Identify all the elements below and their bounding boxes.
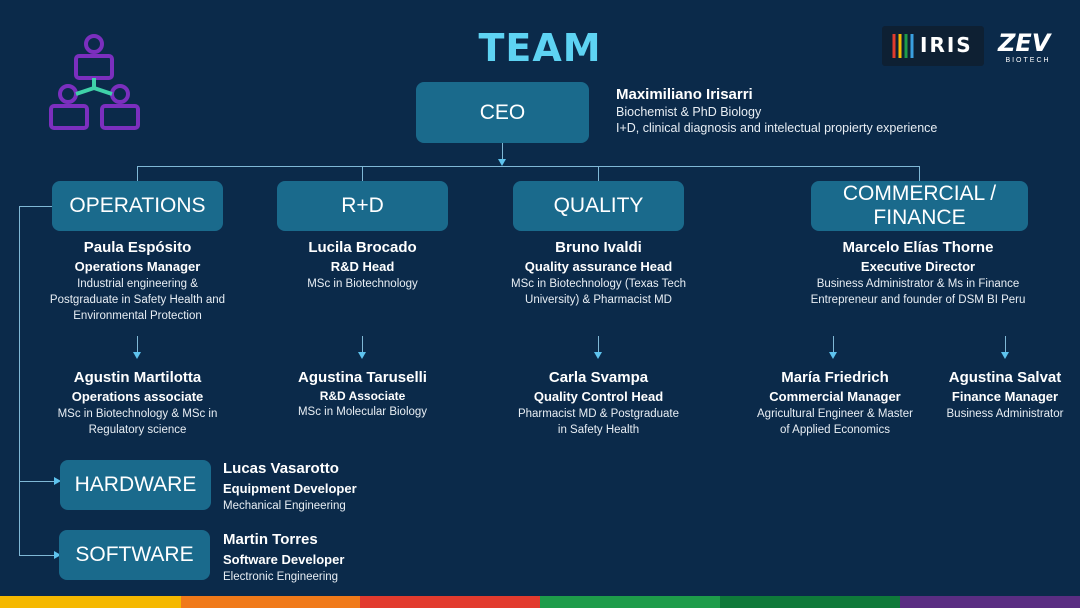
person-name: Agustina Taruselli bbox=[298, 369, 427, 386]
dept-bus bbox=[137, 166, 920, 167]
zev-logo-text: ZEV bbox=[998, 29, 1051, 57]
person-role: Finance Manager bbox=[951, 389, 1059, 404]
person-maria: María Friedrich Commercial Manager Agric… bbox=[740, 368, 930, 438]
person-desc: Business Administrator & Ms in Finance bbox=[816, 278, 1020, 290]
ops-side-line bbox=[19, 206, 20, 555]
person-agustina-t: Agustina Taruselli R&D Associate MSc in … bbox=[257, 368, 468, 420]
footer-stripe-3 bbox=[360, 596, 540, 608]
ops-side-stub bbox=[19, 206, 52, 207]
software-arrow bbox=[54, 551, 61, 559]
person-desc: Environmental Protection bbox=[73, 310, 202, 322]
person-desc: Industrial engineering & bbox=[77, 278, 198, 290]
down-arrow bbox=[358, 352, 366, 359]
dna-icon bbox=[892, 34, 914, 58]
arrow-line bbox=[833, 336, 834, 353]
person-desc: in Safety Health bbox=[557, 424, 640, 436]
person-desc: Regulatory science bbox=[88, 424, 187, 436]
person-desc: Business Administrator bbox=[946, 408, 1064, 420]
person-name: Carla Svampa bbox=[548, 369, 649, 386]
person-desc: Mechanical Engineering bbox=[223, 500, 346, 512]
down-arrow bbox=[594, 352, 602, 359]
ceo-info: Maximiliano Irisarri Biochemist & PhD Bi… bbox=[616, 85, 937, 136]
person-agustin: Agustin Martilotta Operations associate … bbox=[30, 368, 245, 438]
ceo-box: CEO bbox=[416, 82, 589, 143]
person-agustina-s: Agustina Salvat Finance Manager Business… bbox=[936, 368, 1074, 422]
dept-operations: OPERATIONS bbox=[52, 181, 223, 231]
person-name: María Friedrich bbox=[781, 369, 889, 386]
footer-stripe-1 bbox=[0, 596, 181, 608]
person-name: Lucas Vasarotto bbox=[223, 460, 339, 477]
page-title: TEAM bbox=[478, 26, 602, 70]
person-martin: Martin Torres Software Developer Electro… bbox=[223, 530, 344, 585]
person-name: Lucila Brocado bbox=[308, 239, 417, 256]
person-desc: MSc in Biotechnology & MSc in bbox=[57, 408, 218, 420]
arrow-line bbox=[137, 336, 138, 353]
down-arrow bbox=[1001, 352, 1009, 359]
person-desc: MSc in Biotechnology bbox=[307, 278, 418, 290]
person-desc: MSc in Molecular Biology bbox=[297, 406, 428, 418]
footer-stripe-2 bbox=[181, 596, 360, 608]
person-lucila: Lucila Brocado R&D Head MSc in Biotechno… bbox=[257, 238, 468, 292]
person-desc: University) & Pharmacist MD bbox=[525, 294, 672, 306]
person-role: Quality assurance Head bbox=[524, 259, 673, 274]
bus-drop-commercial bbox=[919, 166, 920, 181]
dept-rd: R+D bbox=[277, 181, 448, 231]
arrow-line bbox=[598, 336, 599, 353]
iris-logo: IRIS bbox=[882, 26, 984, 66]
dept-software: SOFTWARE bbox=[59, 530, 210, 580]
footer-stripe-4 bbox=[540, 596, 720, 608]
person-role: Operations associate bbox=[71, 389, 204, 404]
person-desc: Electronic Engineering bbox=[223, 571, 339, 583]
ceo-desc-1: Biochemist & PhD Biology bbox=[616, 105, 762, 119]
hardware-arrow bbox=[54, 477, 61, 485]
ceo-arrow bbox=[498, 159, 506, 166]
dept-commercial: COMMERCIAL / FINANCE bbox=[811, 181, 1028, 231]
org-chart-icon bbox=[49, 34, 140, 130]
software-connector bbox=[19, 555, 55, 556]
person-name: Martin Torres bbox=[223, 531, 318, 548]
person-role: Equipment Developer bbox=[223, 481, 357, 496]
person-role: Quality Control Head bbox=[533, 389, 664, 404]
ceo-desc-2: I+D, clinical diagnosis and intelectual … bbox=[616, 121, 938, 135]
person-role: R&D Head bbox=[330, 259, 395, 274]
person-name: Agustina Salvat bbox=[948, 369, 1062, 386]
arrow-line bbox=[362, 336, 363, 353]
person-desc: Entrepreneur and founder of DSM BI Peru bbox=[810, 294, 1026, 306]
person-paula: Paula Espósito Operations Manager Indust… bbox=[30, 238, 245, 324]
person-name: Marcelo Elías Thorne bbox=[842, 239, 994, 256]
person-role: Software Developer bbox=[223, 552, 345, 567]
footer-stripe-5 bbox=[720, 596, 900, 608]
person-role: Executive Director bbox=[860, 259, 976, 274]
person-name: Paula Espósito bbox=[83, 239, 192, 256]
zev-logo-sub: BIOTECH bbox=[1005, 57, 1051, 64]
hardware-connector bbox=[19, 481, 55, 482]
person-name: Agustin Martilotta bbox=[73, 369, 202, 386]
down-arrow bbox=[133, 352, 141, 359]
person-desc: of Applied Economics bbox=[780, 424, 890, 436]
dept-hardware: HARDWARE bbox=[60, 460, 211, 510]
person-desc: MSc in Biotechnology (Texas Tech bbox=[511, 278, 686, 290]
person-desc: Pharmacist MD & Postgraduate bbox=[517, 408, 680, 420]
person-desc: Agricultural Engineer & Master bbox=[757, 408, 913, 420]
arrow-line bbox=[1005, 336, 1006, 353]
down-arrow bbox=[829, 352, 837, 359]
person-role: R&D Associate bbox=[319, 389, 406, 403]
person-carla: Carla Svampa Quality Control Head Pharma… bbox=[488, 368, 709, 438]
person-desc: Postgraduate in Safety Health and bbox=[49, 294, 226, 306]
person-bruno: Bruno Ivaldi Quality assurance Head MSc … bbox=[488, 238, 709, 308]
ceo-name: Maximiliano Irisarri bbox=[616, 86, 753, 103]
ceo-connector bbox=[502, 143, 503, 160]
person-role: Operations Manager bbox=[74, 259, 201, 274]
iris-logo-text: IRIS bbox=[920, 33, 973, 57]
person-marcelo: Marcelo Elías Thorne Executive Director … bbox=[778, 238, 1058, 308]
zev-logo: ZEV BIOTECH bbox=[998, 30, 1058, 64]
bus-drop-operations bbox=[137, 166, 138, 181]
bus-drop-rd bbox=[362, 166, 363, 181]
person-lucas: Lucas Vasarotto Equipment Developer Mech… bbox=[223, 459, 357, 514]
footer-stripe-6 bbox=[900, 596, 1080, 608]
dept-quality: QUALITY bbox=[513, 181, 684, 231]
bus-drop-quality bbox=[598, 166, 599, 181]
person-name: Bruno Ivaldi bbox=[555, 239, 642, 256]
person-role: Commercial Manager bbox=[769, 389, 901, 404]
